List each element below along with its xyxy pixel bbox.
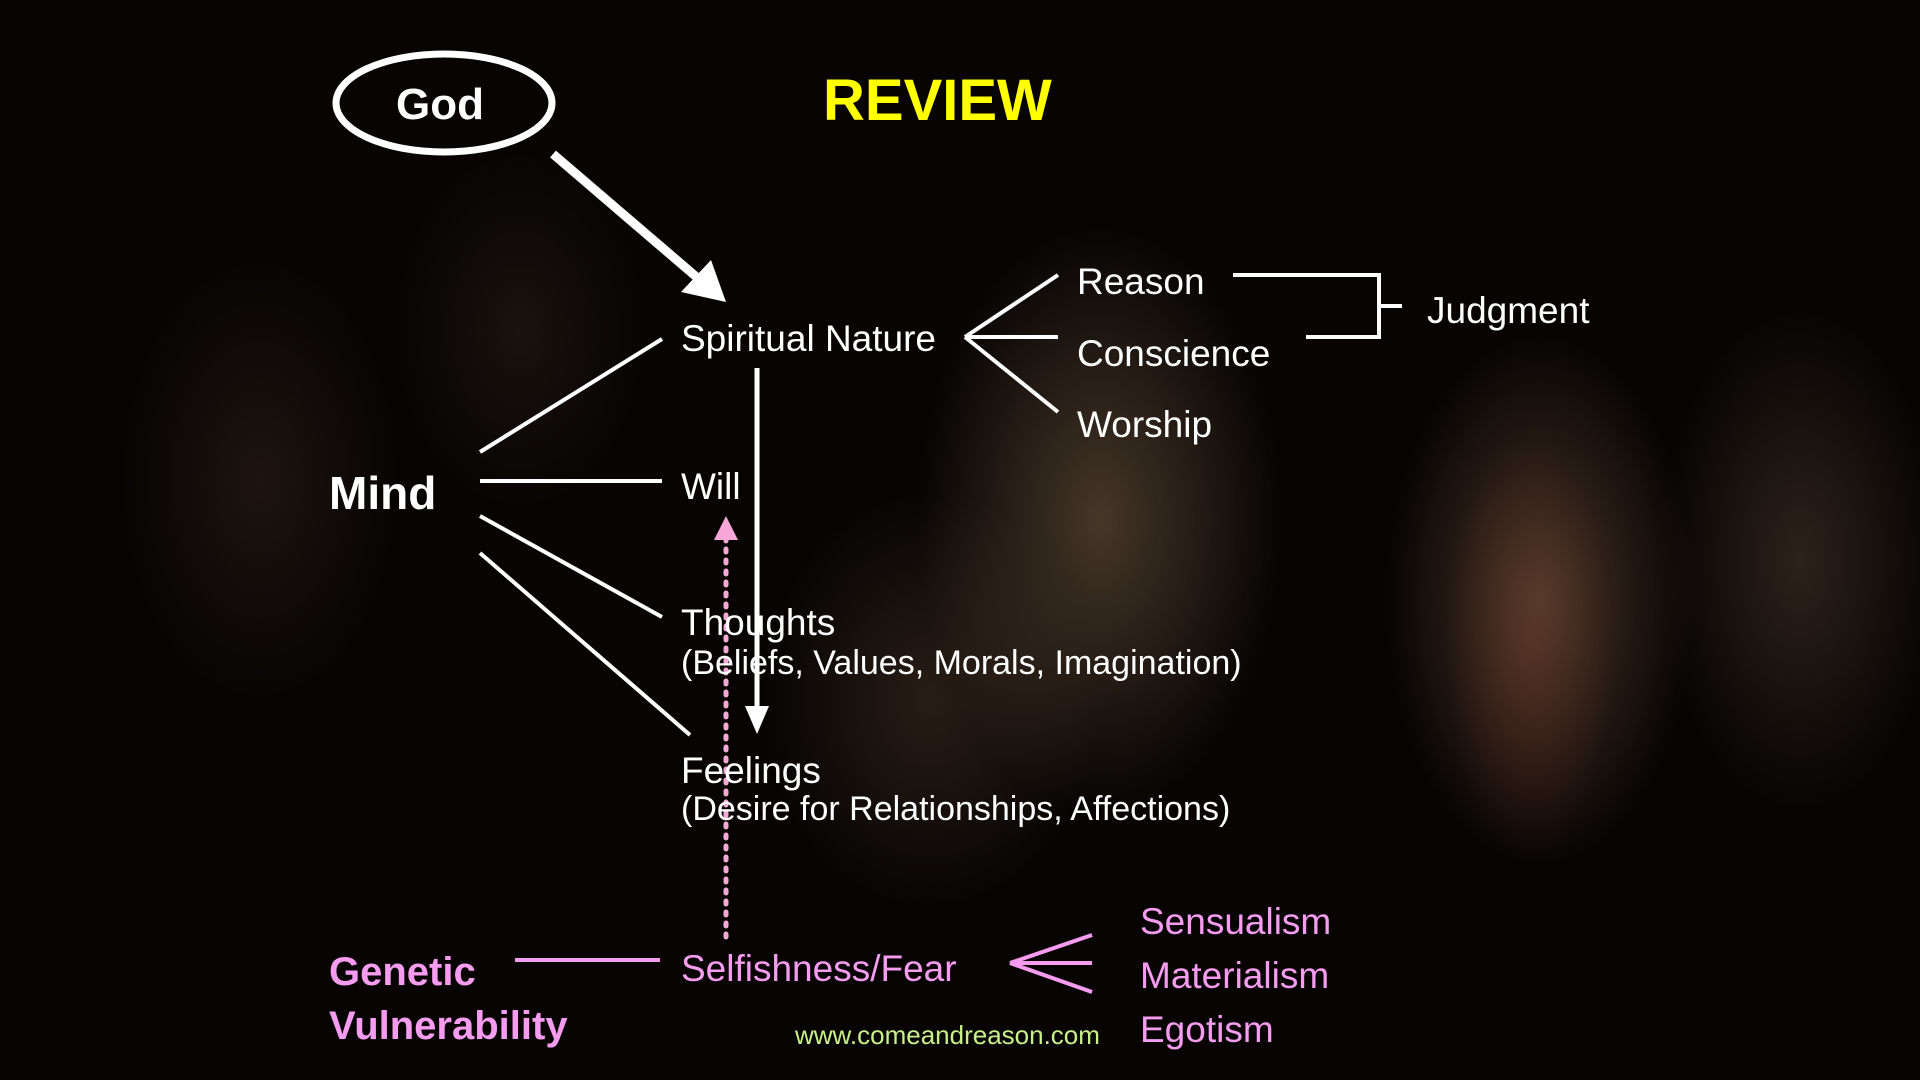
judgment-bracket	[1233, 273, 1381, 339]
god-to-spiritual-arrowhead	[681, 260, 726, 302]
reason-label: Reason	[1077, 261, 1205, 302]
vulnerability-label: Vulnerability	[329, 1004, 568, 1048]
spiritual-to-reason-line	[963, 273, 1060, 339]
sensualism-label: Sensualism	[1140, 901, 1332, 942]
mind-to-feelings-line	[478, 551, 692, 737]
genetic-label: Genetic	[329, 950, 476, 994]
worship-label: Worship	[1077, 404, 1213, 445]
website-link[interactable]: www.comeandreason.com	[795, 1020, 1100, 1050]
god-ellipse	[332, 50, 556, 156]
influence-arrow-bottom	[1009, 961, 1093, 994]
materialism-label: Materialism	[1140, 955, 1330, 996]
spiritual-nature-label: Spiritual Nature	[681, 318, 937, 359]
feelings-label: Feelings	[681, 750, 821, 791]
feelings-detail-label: (Desire for Relationships, Affections)	[681, 790, 1231, 828]
spiritual-to-worship-line	[963, 335, 1060, 414]
selfishness-fear-label: Selfishness/Fear	[681, 948, 957, 989]
influence-arrow-top	[1009, 933, 1093, 965]
thoughts-detail-label: (Beliefs, Values, Morals, Imagination)	[681, 644, 1242, 682]
slide-title: REVIEW	[823, 68, 1052, 133]
egotism-label: Egotism	[1140, 1009, 1274, 1050]
mind-to-thoughts-line	[479, 514, 663, 619]
god-label: God	[396, 80, 484, 129]
judgment-label: Judgment	[1427, 290, 1590, 331]
mind-label: Mind	[329, 467, 437, 519]
will-label: Will	[681, 466, 741, 507]
mind-to-spiritual-line	[478, 337, 664, 454]
god-to-spiritual-arrow-line	[550, 150, 703, 284]
spiritual-to-feelings-arrowhead	[745, 706, 769, 734]
selfishness-to-will-arrowhead	[714, 516, 738, 540]
thoughts-label: Thoughts	[681, 602, 836, 643]
conscience-label: Conscience	[1077, 333, 1271, 374]
